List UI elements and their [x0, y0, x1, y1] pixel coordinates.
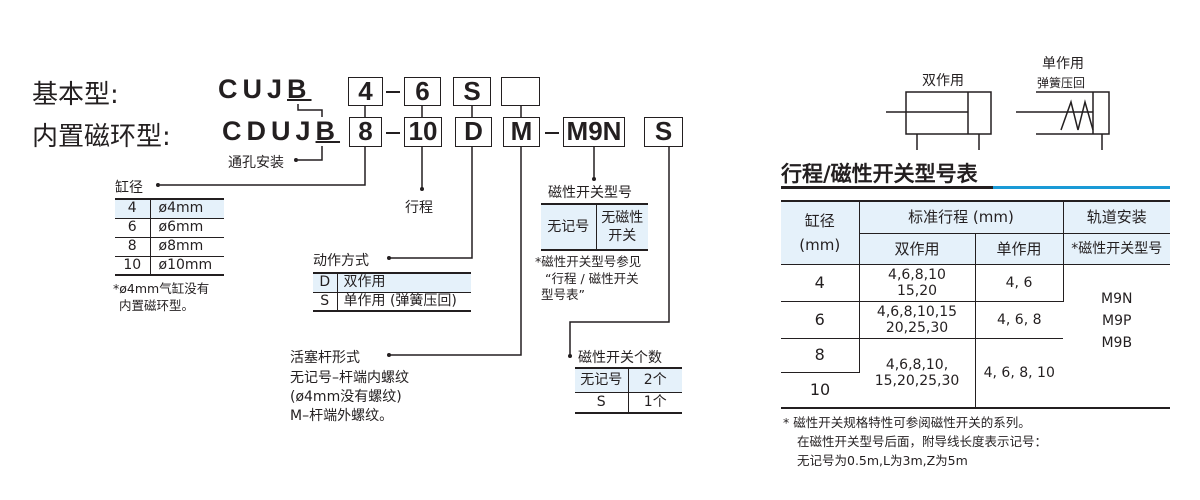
- basic-model-code: CUJB: [218, 74, 312, 104]
- table-title: 行程/磁性开关型号表: [781, 162, 978, 186]
- code-box-rod: M: [503, 117, 540, 147]
- spring-return-label: 弹簧压回: [1037, 76, 1086, 90]
- magnet-type-label: 内置磁环型:: [32, 122, 171, 152]
- table-row: 8 4,6,8,10,15,20,25,30 4, 6, 8, 10: [781, 337, 1170, 409]
- table-notes: * 磁性开关规格特性可参阅磁性开关的系列。在磁性开关型号后面，附导线长度表示记号…: [783, 415, 1048, 468]
- stroke-switch-table: 缸径(mm) 标准行程 (mm) 轨道安装 双作用 单作用 *磁性开关型号 4 …: [781, 200, 1170, 409]
- switch-model-note: *磁性开关型号参见“行程 / 磁性开关型号表”: [535, 254, 642, 302]
- rod-title: 活塞杆形式: [290, 350, 360, 366]
- single-acting-label: 单作用: [1042, 56, 1084, 72]
- action-title: 动作方式: [313, 253, 369, 269]
- code-box-switch-count: S: [644, 117, 683, 147]
- title-accent-bar: [993, 186, 1170, 189]
- code-box-stroke: 6: [404, 77, 441, 106]
- stroke-title: 行程: [405, 200, 433, 216]
- switch-model-title: 磁性开关型号: [548, 185, 632, 201]
- through-hole-label: 通孔安装: [228, 155, 284, 171]
- bore-title: 缸径: [115, 180, 143, 196]
- code-box-action: S: [453, 77, 491, 106]
- code-box-stroke: 10: [404, 117, 442, 147]
- rod-description: 无记号–杆端内螺纹(ø4mm没有螺纹)M–杆端外螺纹。: [290, 370, 409, 424]
- code-box-bore: 4: [348, 77, 383, 106]
- bore-note: *ø4mm气缸没有内置磁环型。: [113, 281, 210, 313]
- table-row: 10: [781, 371, 1170, 409]
- magnet-model-code: CDUJB: [222, 116, 341, 146]
- switch-model-table: 无记号无磁性开关: [541, 203, 648, 251]
- code-box-switch: M9N: [563, 117, 625, 147]
- code-box-action: D: [455, 117, 492, 147]
- switch-count-title: 磁性开关个数: [578, 350, 662, 366]
- double-acting-label: 双作用: [922, 73, 964, 89]
- code-box-bore: 8: [349, 117, 382, 147]
- code-box-rod: [501, 77, 540, 106]
- basic-type-label: 基本型:: [32, 80, 119, 110]
